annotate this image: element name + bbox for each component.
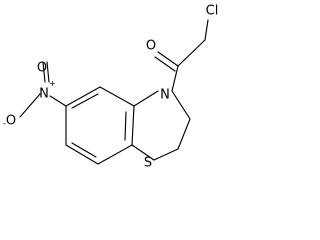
bond-ch2-ch2 [177, 118, 191, 150]
bond-carbonyl-oxygen-1 [157, 51, 179, 67]
bond-carbonyl-nitrogen [171, 65, 179, 92]
benzene-double-bond-3 [71, 93, 99, 109]
bond-carbonyl-oxygen-2 [154, 56, 176, 72]
chemical-structure-diagram: Cl O N N O O S + - [3, 4, 219, 171]
nitro-oxygen-left-label: O [6, 114, 16, 129]
carbonyl-oxygen-label: O [146, 39, 156, 54]
bond-n-ch2 [171, 90, 191, 120]
sulfur-label: S [144, 156, 152, 171]
benzene-bond-2 [97, 144, 133, 165]
ring-nitrogen-label: N [160, 88, 170, 103]
nitro-nitrogen-label: N [39, 87, 49, 102]
nitro-nitrogen-positive-charge: + [49, 79, 56, 88]
bond-aryl-nitro [49, 95, 67, 107]
bond-n-aryl [133, 90, 159, 107]
bond-nitro-oxygen-top-2 [46, 61, 50, 83]
bond-s-aryl [131, 144, 155, 161]
benzene-double-bond-1 [124, 111, 127, 141]
benzene-bond-6 [99, 86, 135, 107]
bond-nitro-oxygen-top-1 [42, 61, 46, 83]
chlorine-label: Cl [206, 4, 219, 19]
benzene-bond-5 [65, 86, 101, 107]
bond-nitro-oxygen-left [19, 93, 41, 118]
bond-ch2-carbonyl [177, 39, 206, 67]
benzene-double-bond-2 [71, 142, 97, 158]
bond-cl-ch2 [204, 19, 209, 41]
bond-ch2-s [153, 148, 179, 161]
benzene-bond-3 [65, 144, 99, 165]
benzene-bond-1 [131, 105, 135, 146]
nitro-oxygen-negative-charge: - [3, 119, 6, 128]
nitro-oxygen-top-label: O [37, 61, 47, 76]
